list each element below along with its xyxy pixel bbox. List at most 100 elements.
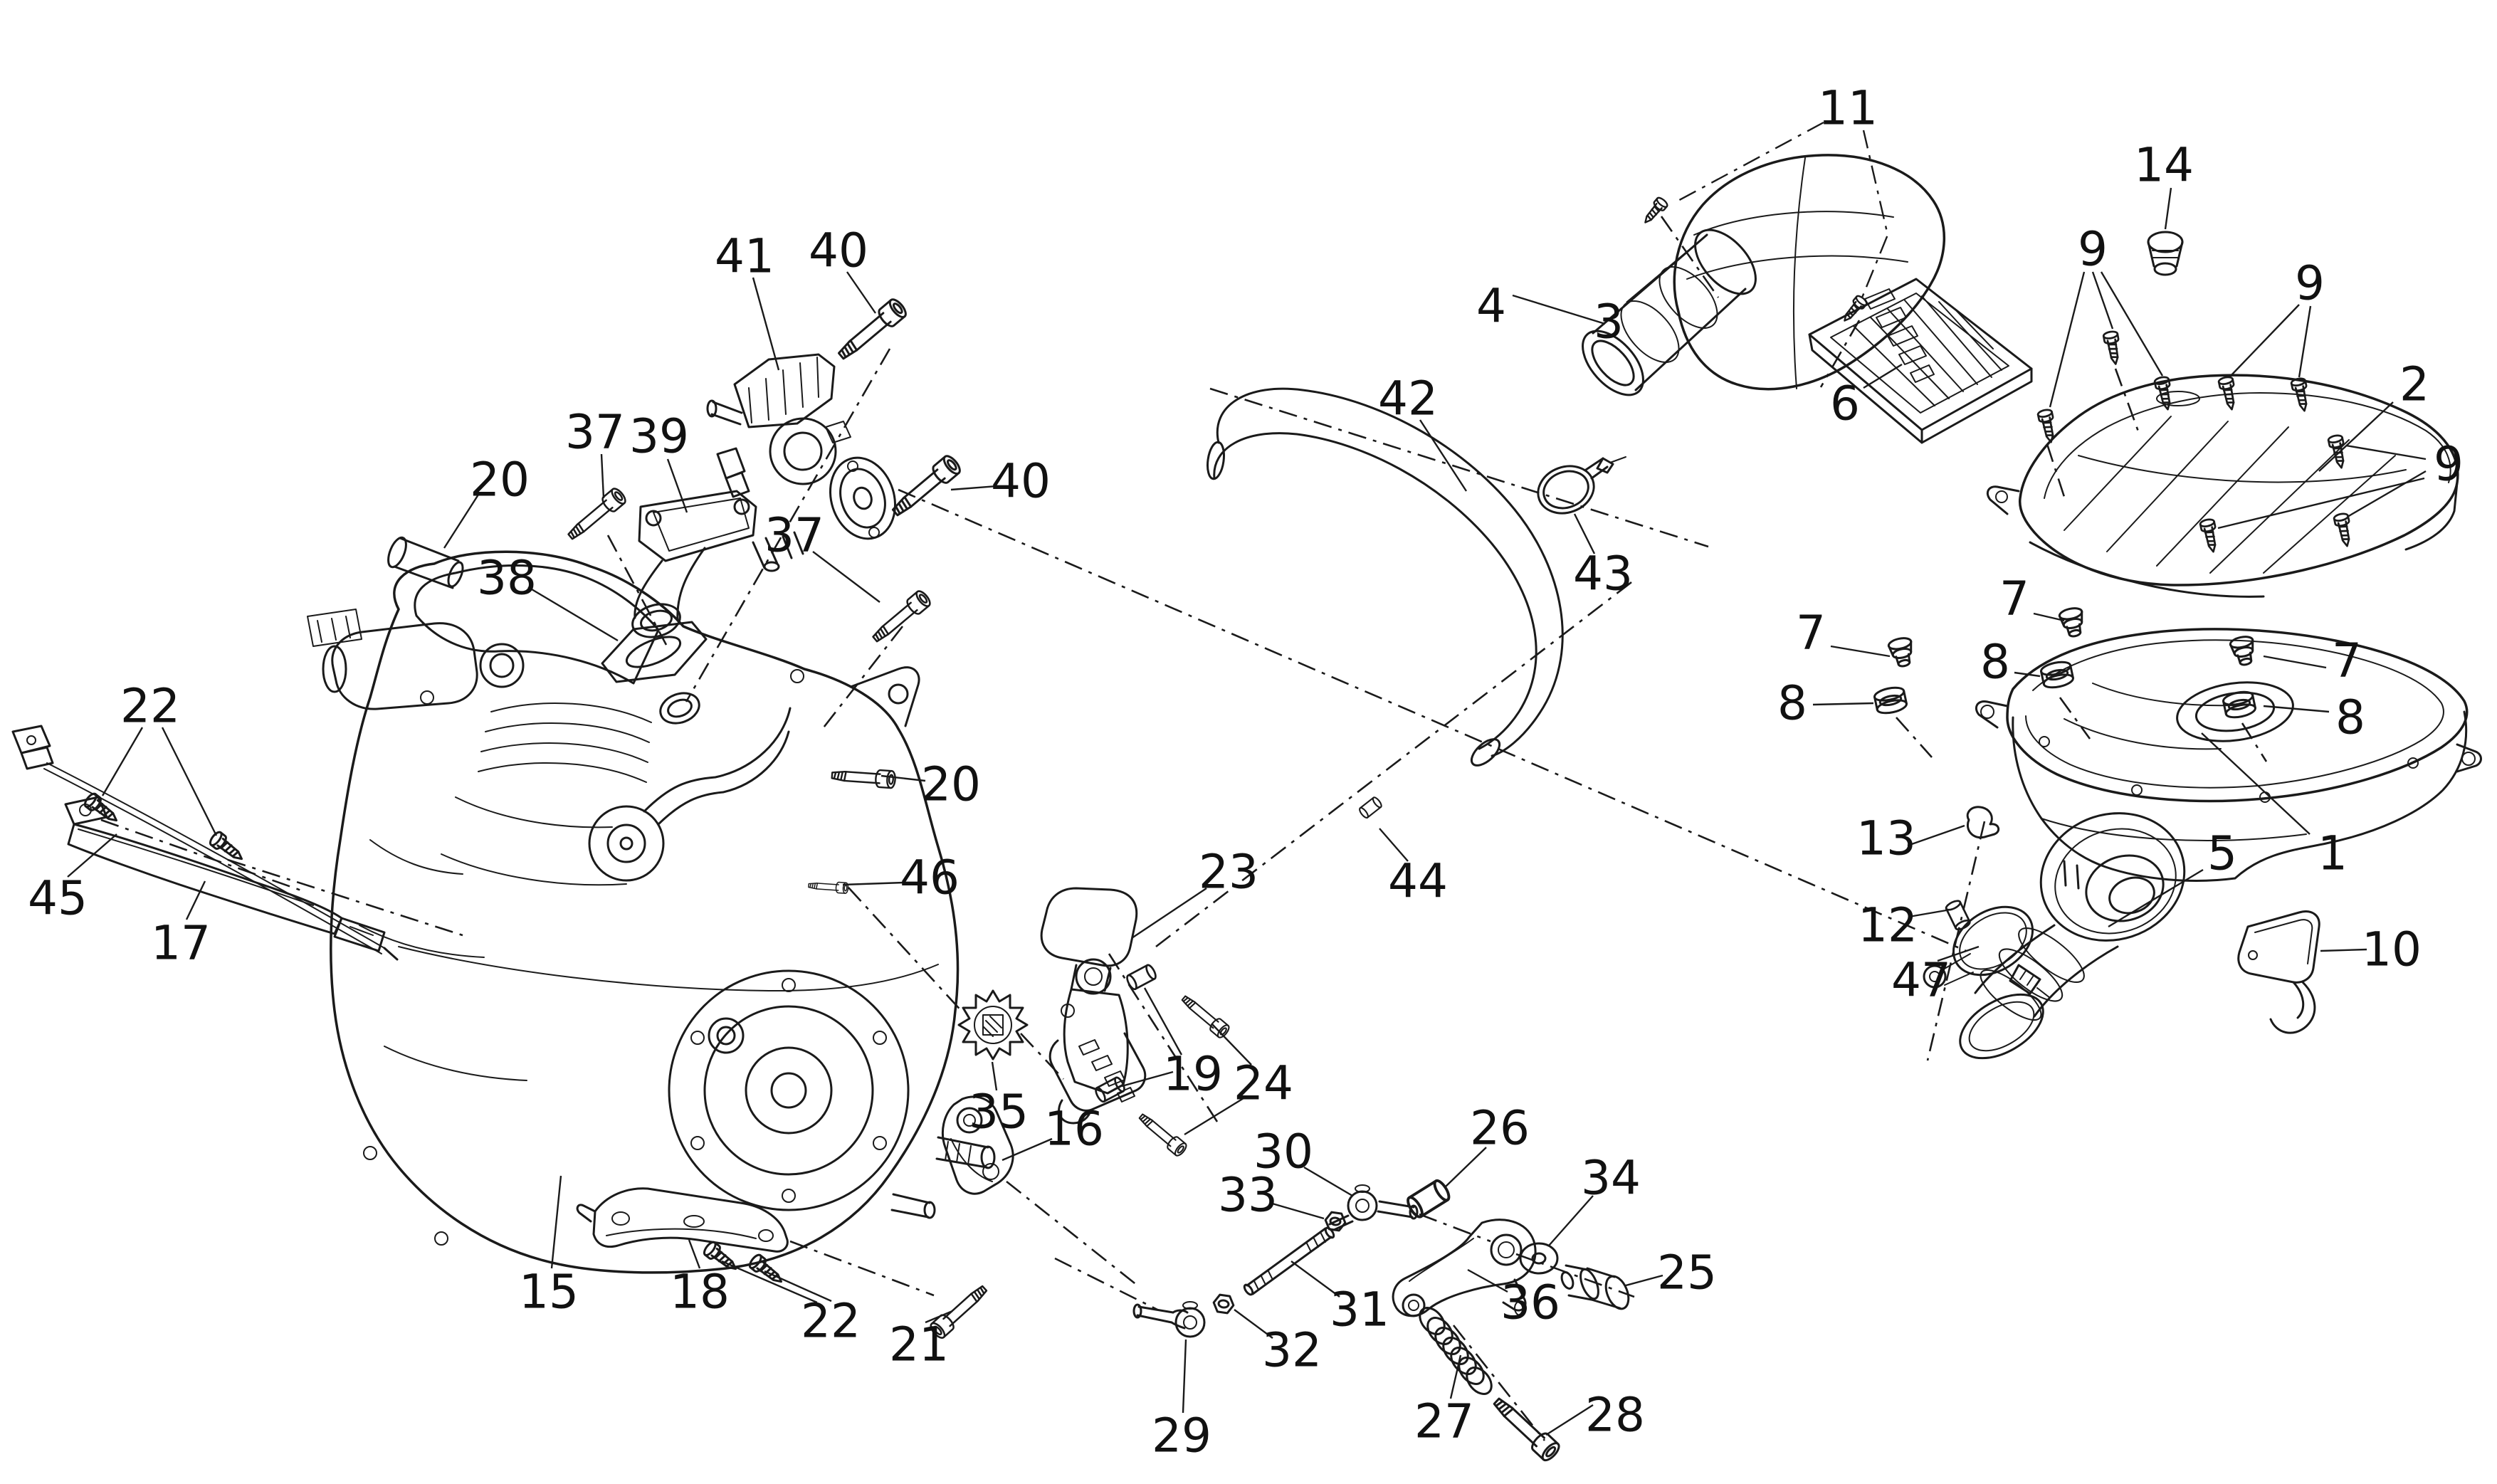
screw-22 xyxy=(747,1252,787,1289)
leader-line xyxy=(67,833,117,878)
callout-number-33: 33 xyxy=(1218,1168,1278,1223)
assembly-axis-line xyxy=(2059,697,2091,740)
leader-line xyxy=(2033,612,2065,622)
leader-line xyxy=(1512,294,1606,325)
leader-line xyxy=(527,586,619,642)
assembly-axis-line xyxy=(848,887,964,1014)
return-spring-27 xyxy=(1419,1307,1493,1395)
callout-number-13: 13 xyxy=(1856,811,1916,866)
callout-number-20: 20 xyxy=(921,757,981,812)
assembly-axis-line xyxy=(1926,821,1986,1061)
callout-number-22: 22 xyxy=(801,1294,861,1349)
callout-number-43: 43 xyxy=(1573,547,1633,601)
callout-number-2: 2 xyxy=(2399,357,2429,412)
leader-line xyxy=(2100,271,2164,377)
bolt-24-upper xyxy=(1178,991,1232,1041)
assembly-axis-line xyxy=(685,348,891,702)
assembly-axis-line xyxy=(227,858,463,937)
assembly-axis-line xyxy=(1006,1180,1138,1287)
leader-line xyxy=(2229,304,2300,378)
leader-line xyxy=(185,880,206,920)
leader-line xyxy=(2091,271,2114,330)
cable-45 xyxy=(11,725,399,961)
leader-line xyxy=(1419,419,1468,492)
leader-line xyxy=(2108,868,2204,928)
intake-manifold xyxy=(631,490,757,638)
airbox-lower-case xyxy=(1975,628,2482,890)
leader-line xyxy=(1467,1268,1508,1293)
grommet-8 xyxy=(1872,684,1909,717)
leader-line xyxy=(550,1175,562,1269)
assembly-axis-line xyxy=(1020,1033,1064,1080)
assembly-axis-line xyxy=(1660,216,1720,298)
leader-line xyxy=(1303,1166,1353,1197)
callout-number-35: 35 xyxy=(969,1085,1029,1140)
callout-number-7: 7 xyxy=(1796,606,1826,661)
leader-line xyxy=(1234,1309,1273,1339)
hose-sleeve-44 xyxy=(1357,795,1384,820)
callout-number-19: 19 xyxy=(1163,1047,1223,1102)
assembly-axis-line xyxy=(1209,387,1709,548)
leader-line xyxy=(1182,1339,1187,1414)
lock-nut-32 xyxy=(1211,1293,1236,1315)
chain-guard xyxy=(1040,887,1147,1125)
leader-line xyxy=(846,271,876,314)
callout-number-26: 26 xyxy=(1470,1101,1530,1156)
airbox-cover xyxy=(1673,154,1945,391)
leader-line xyxy=(2318,401,2394,472)
bolt-37-left xyxy=(563,485,629,544)
callout-number-30: 30 xyxy=(1253,1125,1313,1179)
ball-joint-29 xyxy=(1132,1301,1206,1338)
callout-number-6: 6 xyxy=(1830,377,1860,431)
bolt-37-right xyxy=(868,588,934,647)
leader-line xyxy=(1211,1023,1252,1065)
leader-line xyxy=(925,1310,953,1324)
spacer-sleeve-12 xyxy=(1943,898,1972,932)
bushing-26 xyxy=(1404,1177,1453,1221)
screw-9 xyxy=(2036,407,2059,445)
mount-plug-7 xyxy=(2057,605,2088,640)
assembly-axis-line xyxy=(100,819,304,893)
pivot-bolt-25 xyxy=(1560,1264,1630,1310)
bolt-46 xyxy=(807,879,849,895)
callout-number-32: 32 xyxy=(1262,1323,1322,1378)
callout-number-41: 41 xyxy=(715,229,774,284)
assembly-axis-line xyxy=(2114,368,2140,432)
shift-rod-31 xyxy=(1243,1226,1335,1296)
callout-number-38: 38 xyxy=(477,551,537,606)
leader-line xyxy=(2263,655,2327,669)
bolt-20-lower xyxy=(830,766,897,789)
leader-line xyxy=(1449,1354,1462,1399)
callout-number-37: 37 xyxy=(565,405,625,460)
leader-line xyxy=(443,494,480,549)
callout-number-40: 40 xyxy=(991,454,1051,509)
callout-number-17: 17 xyxy=(151,916,211,971)
assembly-axis-line xyxy=(1419,1213,1491,1243)
leader-line xyxy=(1908,908,1951,918)
callout-number-46: 46 xyxy=(900,851,960,905)
leader-line xyxy=(950,485,997,491)
leader-line xyxy=(1863,363,1903,389)
leader-line xyxy=(2345,444,2427,461)
leader-line xyxy=(812,551,880,603)
callout-number-21: 21 xyxy=(889,1317,949,1372)
assembly-axis-line xyxy=(1819,320,1861,388)
screw-9 xyxy=(2326,433,2350,470)
callout-number-37: 37 xyxy=(764,508,824,563)
breather-hose xyxy=(1207,387,1564,767)
callout-layer: 1234567778889991011121314151617181920202… xyxy=(28,81,2464,1463)
engine-assembly xyxy=(307,550,996,1274)
leader-line xyxy=(2263,705,2330,713)
callout-number-12: 12 xyxy=(1858,898,1918,953)
leader-line xyxy=(161,727,218,836)
callout-number-9: 9 xyxy=(2434,437,2464,492)
callout-number-8: 8 xyxy=(2335,690,2365,745)
callout-number-40: 40 xyxy=(809,223,868,278)
throttle-body xyxy=(706,353,897,572)
manifold-gasket xyxy=(601,621,708,683)
callout-number-42: 42 xyxy=(1378,372,1438,426)
assembly-axis-line xyxy=(606,535,668,646)
washer-34 xyxy=(1519,1242,1559,1275)
callout-number-5: 5 xyxy=(2207,826,2237,881)
